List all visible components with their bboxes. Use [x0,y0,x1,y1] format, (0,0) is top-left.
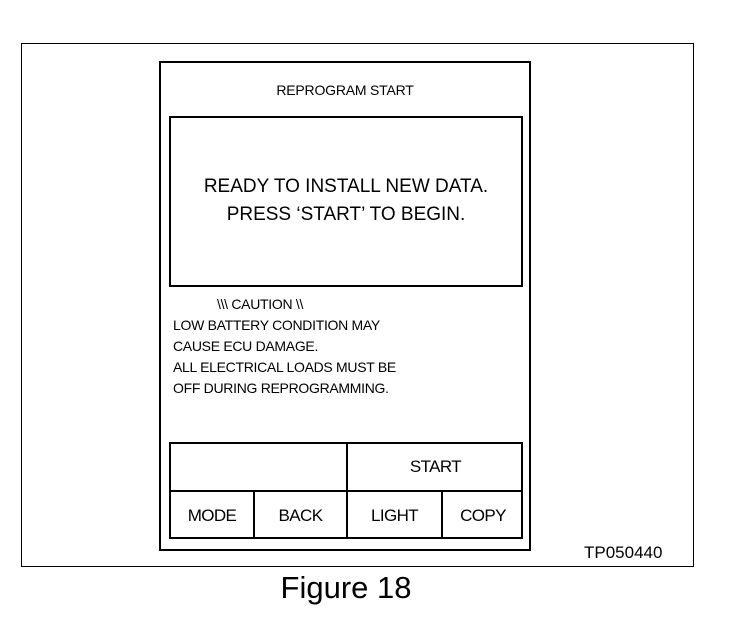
caution-line: OFF DURING REPROGRAMMING. [173,380,389,396]
back-button[interactable]: BACK [278,506,324,525]
caution-line: ALL ELECTRICAL LOADS MUST BE [173,359,396,375]
caution-line: CAUSE ECU DAMAGE. [173,338,319,354]
figure-caption: Figure 18 [280,570,412,605]
caution-line: LOW BATTERY CONDITION MAY [173,317,380,333]
reprogram-screen: REPROGRAM START READY TO INSTALL NEW DAT… [159,61,531,551]
copy-button[interactable]: COPY [460,506,506,525]
figure-frame [21,43,694,567]
screen-title: REPROGRAM START [276,82,414,98]
caution-heading: \\\ CAUTION \\ [217,296,304,312]
mode-button[interactable]: MODE [187,506,237,525]
panel-divider [441,490,443,539]
panel-divider [253,490,255,539]
light-button[interactable]: LIGHT [370,506,419,525]
message-line-1: READY TO INSTALL NEW DATA. [203,176,489,197]
start-button[interactable]: START [409,457,462,476]
message-box: READY TO INSTALL NEW DATA. PRESS ‘START’… [169,116,523,287]
panel-divider [346,444,348,537]
blank-softkey[interactable] [171,444,346,490]
message-line-2: PRESS ‘START’ TO BEGIN. [226,204,466,225]
button-panel: START MODE BACK LIGHT COPY [169,442,523,539]
caution-notice: \\\ CAUTION \\ LOW BATTERY CONDITION MAY… [173,294,396,399]
figure-code: TP050440 [584,543,663,562]
